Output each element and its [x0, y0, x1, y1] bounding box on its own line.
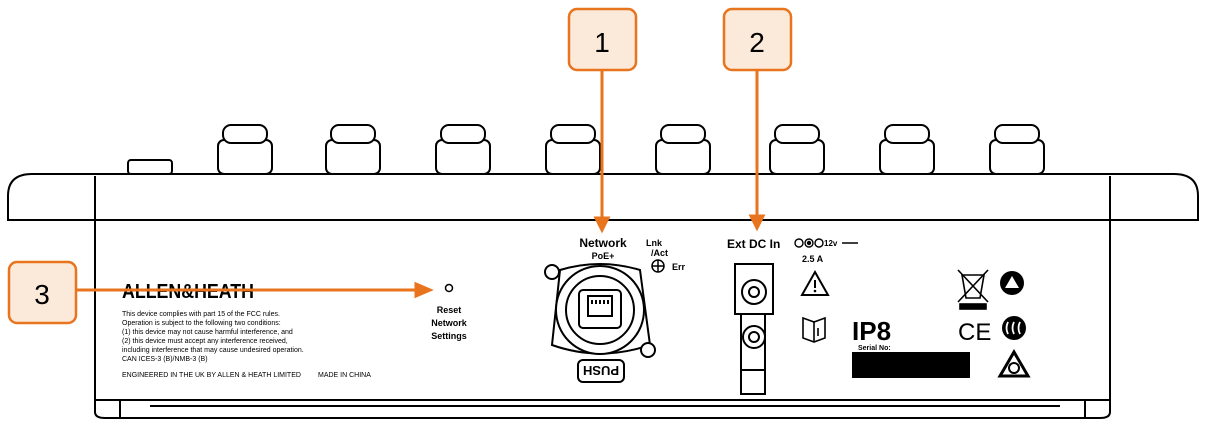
dc-current: 2.5 A [802, 254, 824, 264]
knob-row [127, 124, 1045, 175]
reset-label-line: Settings [431, 331, 467, 341]
network-poe: PoE+ [592, 251, 615, 261]
reset-pinhole [444, 283, 454, 293]
reset-label-line: Reset [437, 305, 462, 315]
fcc-statement: This device complies with part 15 of the… [122, 311, 304, 363]
callout-3-arrow [414, 281, 434, 299]
callout-3: 3 [7, 260, 78, 325]
fcc-line: This device complies with part 15 of the… [122, 311, 280, 318]
weee-icon [957, 269, 989, 310]
network-connector [544, 263, 656, 383]
callout-1-arrow [593, 216, 611, 234]
knob-3 [435, 124, 491, 175]
fcc-line: including interference that may cause un… [122, 347, 304, 354]
engineered-text: ENGINEERED IN THE UK BY ALLEN & HEATH LI… [122, 372, 301, 379]
status-led-icon [651, 259, 665, 273]
fcc-line: Operation is subject to the following tw… [122, 320, 281, 327]
callout-1-number: 1 [594, 27, 610, 58]
warning-icon [800, 269, 830, 296]
callout-2-number: 2 [749, 27, 765, 58]
heat-icon [1002, 316, 1026, 340]
knob-8 [989, 124, 1045, 175]
callout-2-arrow [748, 214, 766, 232]
lnk-label: Lnk [646, 238, 663, 248]
rcm-mark-icon [997, 349, 1031, 378]
ip-rating: IP8 [852, 316, 891, 346]
knob-1 [217, 124, 273, 175]
dc-rating: 12v [824, 239, 838, 248]
knob-7 [879, 124, 935, 175]
serial-number-box [852, 352, 970, 378]
serial-label: Serial No: [858, 345, 891, 352]
recycle-icon [1000, 271, 1024, 295]
act-label: /Act [651, 248, 668, 258]
network-title: Network [579, 236, 627, 250]
knob-2 [325, 124, 381, 175]
knob-6 [769, 124, 825, 175]
manual-icon [802, 316, 826, 343]
polarity-icon [794, 238, 824, 248]
push-label: PUSH [583, 363, 619, 378]
fcc-line: CAN ICES-3 (B)/NMB-3 (B) [122, 356, 208, 363]
callout-3-number: 3 [34, 279, 50, 310]
dc-jack [734, 263, 774, 395]
err-label: Err [672, 262, 686, 272]
callout-2: 2 [722, 7, 793, 72]
small-tab [127, 159, 173, 175]
knob-5 [655, 124, 711, 175]
made-in-text: MADE IN CHINA [318, 372, 371, 379]
reset-label-line: Network [431, 318, 468, 328]
callout-1: 1 [567, 7, 638, 72]
knob-4 [545, 124, 601, 175]
ce-mark: CE [958, 319, 991, 346]
reset-label: Reset Network Settings [431, 305, 468, 341]
fcc-line: (2) this device must accept any interfer… [122, 338, 288, 345]
fcc-line: (1) this device may not cause harmful in… [122, 329, 293, 336]
callout-lines [76, 70, 766, 299]
brand-logo: ALLEN&HEATH [122, 281, 254, 303]
dc-title: Ext DC In [727, 237, 780, 251]
